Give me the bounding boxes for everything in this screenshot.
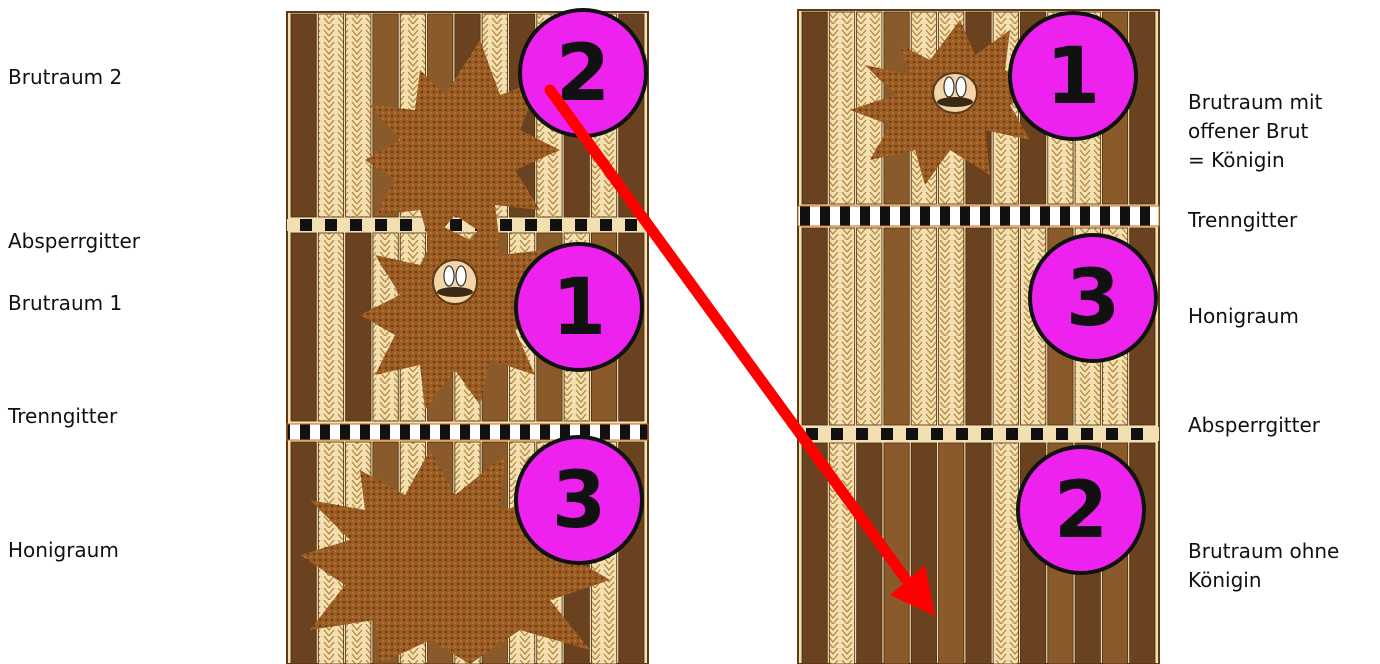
excluder-block: [1131, 428, 1143, 440]
frame-strip: [910, 227, 937, 426]
excluder-block: [931, 428, 943, 440]
frame-strip: [290, 13, 317, 218]
bee-cluster-brood2-left: [365, 40, 560, 245]
frame-strip: [856, 227, 883, 426]
svg-text:3: 3: [1066, 254, 1120, 344]
queen-excluder-right: [798, 427, 1159, 441]
frame-strip: [856, 442, 883, 664]
bee-cluster-brood1-left: [360, 215, 560, 410]
excluder-block: [831, 428, 843, 440]
badge-right-top: 1: [1008, 11, 1138, 141]
frame-strip: [317, 13, 345, 218]
badge-right-bottom: 2: [1016, 445, 1146, 575]
label-honigraum-right: Honigraum: [1188, 304, 1299, 328]
excluder-block: [575, 219, 587, 231]
label-absperrgitter-left: Absperrgitter: [8, 229, 141, 253]
svg-text:1: 1: [1046, 32, 1100, 122]
excluder-block: [600, 219, 612, 231]
frame-strip: [317, 232, 345, 422]
move-arrow-icon: [544, 84, 935, 616]
queen-excluder-left: [287, 219, 648, 231]
badge-left-middle: 1: [514, 242, 644, 372]
excluder-block: [550, 219, 562, 231]
frame-strip: [992, 442, 1019, 664]
label-brutraum-offene-brut: Brutraum mit offener Brut = Königin: [1188, 90, 1323, 172]
queen-bee-icon-right: [932, 72, 978, 114]
excluder-block: [400, 219, 412, 231]
excluder-block: [906, 428, 918, 440]
frame-strip: [290, 232, 317, 422]
badge-right-middle: 3: [1028, 233, 1158, 363]
excluder-block: [325, 219, 337, 231]
frame-strip: [345, 232, 372, 422]
frame-strip: [801, 227, 828, 426]
label-absperrgitter-right: Absperrgitter: [1188, 413, 1321, 437]
badge-left-bottom: 3: [514, 435, 644, 565]
frame-strip: [828, 227, 856, 426]
separator-grid-right: [797, 205, 1160, 227]
frame-strip: [345, 13, 372, 218]
label-trenngitter-right: Trenngitter: [1188, 208, 1298, 232]
excluder-block: [1006, 428, 1018, 440]
right-hive: 1 3 2: [797, 9, 1160, 664]
badge-left-top: 2: [518, 8, 648, 138]
queen-bee-icon: [432, 259, 478, 305]
separator-grid-left: [286, 423, 649, 441]
left-hive: 2 1 3: [286, 8, 649, 664]
svg-text:3: 3: [552, 456, 606, 546]
frame-strip: [992, 227, 1019, 426]
excluder-block: [625, 219, 637, 231]
frame-strip: [801, 11, 828, 205]
bee-cluster-honey-left: [300, 450, 610, 664]
frame-strip: [801, 442, 828, 664]
excluder-block: [881, 428, 893, 440]
svg-text:1: 1: [552, 263, 606, 353]
excluder-block: [956, 428, 968, 440]
excluder-block: [856, 428, 868, 440]
label-brutraum-ohne-koenigin: Brutraum ohne Königin: [1188, 539, 1340, 592]
excluder-block: [350, 219, 362, 231]
frame-strip: [910, 442, 937, 664]
excluder-block: [1081, 428, 1093, 440]
frame-strip: [938, 227, 965, 426]
excluder-block: [981, 428, 993, 440]
excluder-block: [525, 219, 537, 231]
excluder-block: [500, 219, 512, 231]
excluder-block: [300, 219, 312, 231]
excluder-block: [375, 219, 387, 231]
label-honigraum-left: Honigraum: [8, 538, 119, 562]
label-brutraum-1: Brutraum 1: [8, 291, 123, 315]
frame-strip: [1129, 11, 1156, 205]
frame-strip: [965, 442, 992, 664]
label-trenngitter-left: Trenngitter: [8, 404, 118, 428]
excluder-block: [1031, 428, 1043, 440]
frame-strip: [965, 227, 992, 426]
frame-strip: [828, 11, 856, 205]
frame-strip: [883, 227, 910, 426]
svg-text:2: 2: [1054, 466, 1108, 556]
excluder-block: [450, 219, 462, 231]
frame-strip: [938, 442, 965, 664]
label-brutraum-2: Brutraum 2: [8, 65, 123, 89]
excluder-block: [1106, 428, 1118, 440]
excluder-block: [1056, 428, 1068, 440]
